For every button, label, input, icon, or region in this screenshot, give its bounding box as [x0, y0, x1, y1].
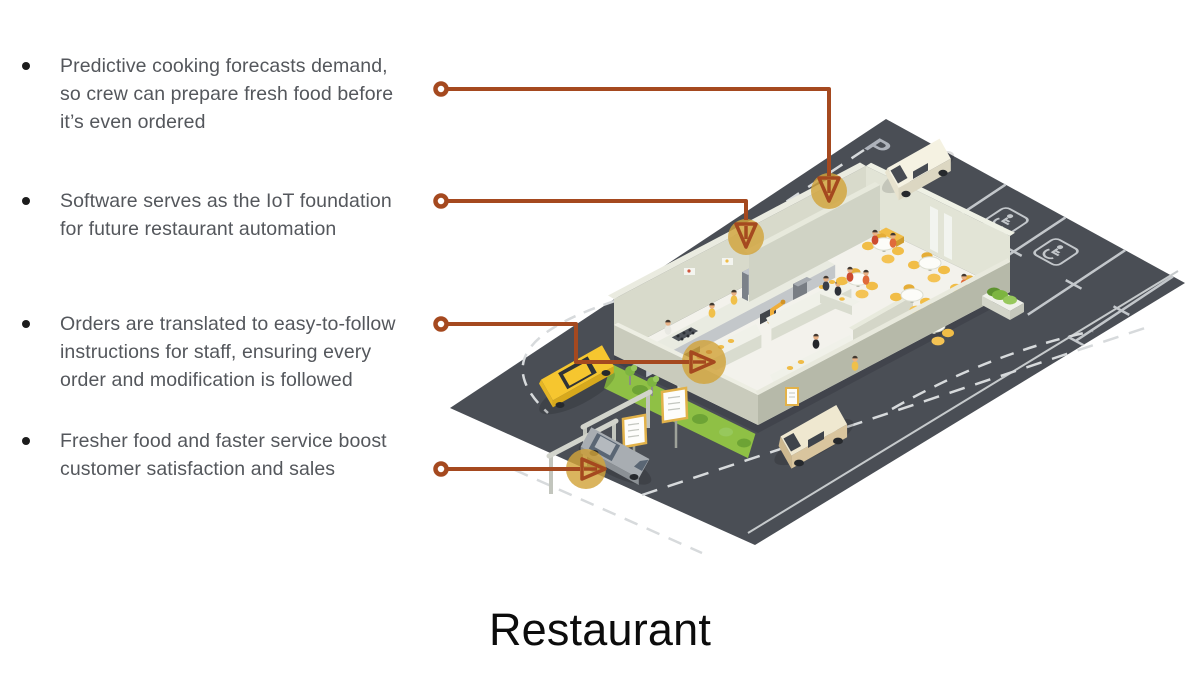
ring-icon — [433, 316, 449, 332]
bullet-line: Software serves as the IoT foundation — [60, 190, 392, 212]
pos-counter — [820, 289, 860, 315]
wheelchair-icon — [1033, 238, 1079, 266]
bullet-line: Orders are translated to easy-to-follow — [60, 313, 396, 335]
counter-staff — [812, 333, 820, 349]
bullet-item-order-instructions: Orders are translated to easy-to-follow … — [22, 310, 452, 394]
bullet-line: order and modification is followed — [60, 369, 353, 391]
triangle-arrow-icon — [689, 350, 716, 374]
ring-icon — [433, 193, 449, 209]
triangle-arrow-icon — [817, 176, 841, 203]
ring-icon — [433, 461, 449, 477]
bullet-item-customer-satisfaction: Fresher food and faster service boost cu… — [22, 427, 452, 483]
callout-line — [447, 87, 831, 176]
callout-4 — [433, 457, 607, 481]
dot-icon — [22, 197, 30, 205]
bullet-item-iot-foundation: Software serves as the IoT foundation fo… — [22, 187, 452, 243]
callout-line — [447, 199, 748, 220]
wall-sign — [785, 387, 799, 406]
kitchen-staff — [730, 289, 738, 305]
window-stripes — [930, 206, 952, 260]
bullet-line: Fresher food and faster service boost — [60, 430, 387, 452]
parked-van — [881, 138, 955, 201]
diner — [889, 232, 897, 248]
bullet-line: so crew can prepare fresh food before — [60, 83, 394, 105]
staff-at-door — [851, 355, 859, 371]
callout-2 — [433, 193, 758, 249]
cashier — [822, 275, 830, 291]
accessible-spot-2 — [1033, 238, 1079, 266]
dot-icon — [22, 437, 30, 445]
wall-front-right-top — [755, 258, 1010, 395]
bullet-line: Predictive cooking forecasts demand, — [60, 55, 388, 77]
kitchen-staff — [708, 302, 716, 318]
bullet-line: it’s even ordered — [60, 111, 206, 133]
griddle — [671, 327, 699, 342]
dot-icon — [22, 62, 30, 70]
delivery-van — [774, 405, 854, 469]
divider-wall — [744, 182, 880, 302]
vehicles — [539, 138, 955, 485]
bullet-line: customer satisfaction and sales — [60, 458, 336, 480]
planter-box — [982, 287, 1024, 320]
wall-front-right — [758, 262, 1010, 425]
tree — [625, 364, 638, 385]
curb-line — [747, 270, 1179, 534]
callout-1 — [433, 81, 841, 203]
diner — [846, 266, 854, 282]
dot-icon — [22, 320, 30, 328]
bullet-line: instructions for staff, ensuring every — [60, 341, 372, 363]
diner — [871, 229, 879, 245]
bullet-line: for future restaurant automation — [60, 218, 337, 240]
burner-knobs — [676, 328, 695, 341]
wall-front-left — [614, 325, 758, 425]
callout-3 — [433, 316, 716, 374]
kitchen-staff — [664, 319, 672, 335]
wall-back-left — [614, 166, 866, 355]
menu-board — [660, 386, 689, 448]
triangle-arrow-icon — [734, 222, 758, 249]
slide-title: Restaurant — [488, 604, 712, 655]
callout-line — [447, 322, 689, 364]
callout-connectors — [433, 81, 841, 481]
bullet-item-predictive-cooking: Predictive cooking forecasts demand, so … — [22, 52, 452, 136]
ring-icon — [433, 81, 449, 97]
taxi — [539, 345, 615, 415]
triangle-arrow-icon — [580, 457, 607, 481]
diner — [862, 269, 870, 285]
